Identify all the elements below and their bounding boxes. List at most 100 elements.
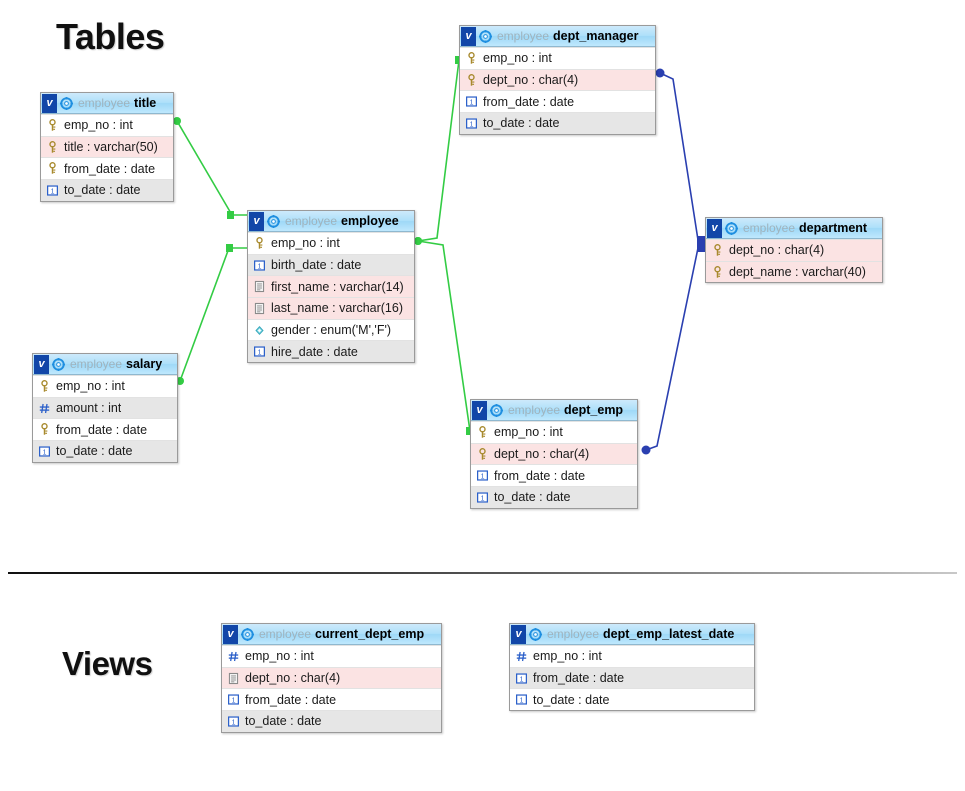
gear-icon (52, 357, 65, 371)
relationship-dept-emp-department (641, 244, 706, 455)
column-row[interactable]: emp_no : int (33, 375, 177, 397)
column-label: amount : int (56, 401, 122, 416)
column-row[interactable]: 1 birth_date : date (248, 253, 414, 276)
numeric-icon (228, 651, 239, 661)
column-row[interactable]: dept_no : char(4) (471, 442, 637, 465)
section-divider (8, 572, 957, 574)
column-label: emp_no : int (271, 236, 340, 251)
entity-name-label: dept_manager (553, 29, 639, 43)
relationship-employee-dept-manager (414, 56, 462, 245)
column-row[interactable]: emp_no : int (41, 114, 173, 136)
gear-icon (241, 627, 254, 641)
view-badge-icon: v (223, 624, 238, 644)
relationship-salary-employee (176, 244, 247, 385)
column-row[interactable]: emp_no : int (222, 645, 441, 667)
column-label: to_date : date (483, 116, 560, 131)
column-row[interactable]: last_name : varchar(16) (248, 297, 414, 319)
column-row[interactable]: dept_no : char(4) (222, 666, 441, 689)
entity-name-label: dept_emp (564, 403, 624, 417)
entity-schema-label: employee (743, 221, 796, 235)
column-row[interactable]: emp_no : int (460, 47, 655, 69)
column-row[interactable]: amount : int (33, 396, 177, 419)
column-row[interactable]: emp_no : int (248, 232, 414, 254)
entity-name-label: salary (126, 357, 163, 371)
column-row[interactable]: gender : enum('M','F') (248, 318, 414, 341)
key-icon (714, 265, 721, 278)
gear-icon (479, 29, 492, 43)
column-label: from_date : date (483, 94, 575, 109)
column-row[interactable]: emp_no : int (471, 421, 637, 443)
svg-text:1: 1 (232, 697, 236, 704)
entity-schema-label: employee (547, 627, 600, 641)
svg-text:1: 1 (258, 263, 262, 270)
column-row[interactable]: dept_no : char(4) (706, 239, 882, 261)
svg-text:1: 1 (470, 121, 474, 128)
column-label: emp_no : int (533, 649, 602, 664)
column-row[interactable]: 1 to_date : date (471, 486, 637, 508)
entity-schema-label: employee (259, 627, 312, 641)
column-label: to_date : date (56, 444, 133, 459)
column-row[interactable]: first_name : varchar(14) (248, 275, 414, 298)
column-row[interactable]: dept_no : char(4) (460, 68, 655, 91)
date-icon: 1 (516, 672, 527, 684)
column-row[interactable]: from_date : date (33, 418, 177, 441)
key-icon (41, 423, 48, 435)
column-row[interactable]: 1 to_date : date (33, 440, 177, 462)
column-label: dept_no : char(4) (483, 73, 579, 88)
view-badge-icon: v (472, 400, 487, 420)
view-badge-icon: v (34, 354, 49, 374)
column-label: gender : enum('M','F') (271, 323, 392, 338)
column-row[interactable]: from_date : date (41, 157, 173, 180)
key-icon (714, 243, 721, 256)
column-label: birth_date : date (271, 258, 362, 273)
column-label: emp_no : int (494, 425, 563, 440)
date-icon: 1 (477, 492, 488, 503)
column-row[interactable]: dept_name : varchar(40) (706, 260, 882, 283)
text-field-icon (228, 672, 239, 684)
entity-name-label: employee (341, 214, 399, 228)
view-badge-icon: v (511, 624, 526, 644)
view-badge-icon: v (707, 218, 722, 238)
date-icon: 1 (39, 446, 50, 457)
entity-name-label: department (799, 221, 868, 235)
entity-name-label: title (134, 96, 157, 110)
column-row[interactable]: title : varchar(50) (41, 135, 173, 158)
date-icon: 1 (228, 694, 239, 705)
svg-text:1: 1 (481, 473, 485, 480)
column-label: emp_no : int (245, 649, 314, 664)
gear-icon (60, 96, 73, 110)
column-row[interactable]: emp_no : int (510, 645, 754, 667)
view-badge-icon: v (249, 211, 264, 231)
svg-text:1: 1 (481, 495, 485, 502)
column-row[interactable]: 1 to_date : date (460, 112, 655, 134)
column-row[interactable]: 1 from_date : date (460, 90, 655, 113)
date-icon: 1 (466, 96, 477, 107)
column-label: to_date : date (494, 490, 571, 505)
column-label: emp_no : int (64, 118, 133, 133)
entity-schema-label: employee (497, 29, 550, 43)
